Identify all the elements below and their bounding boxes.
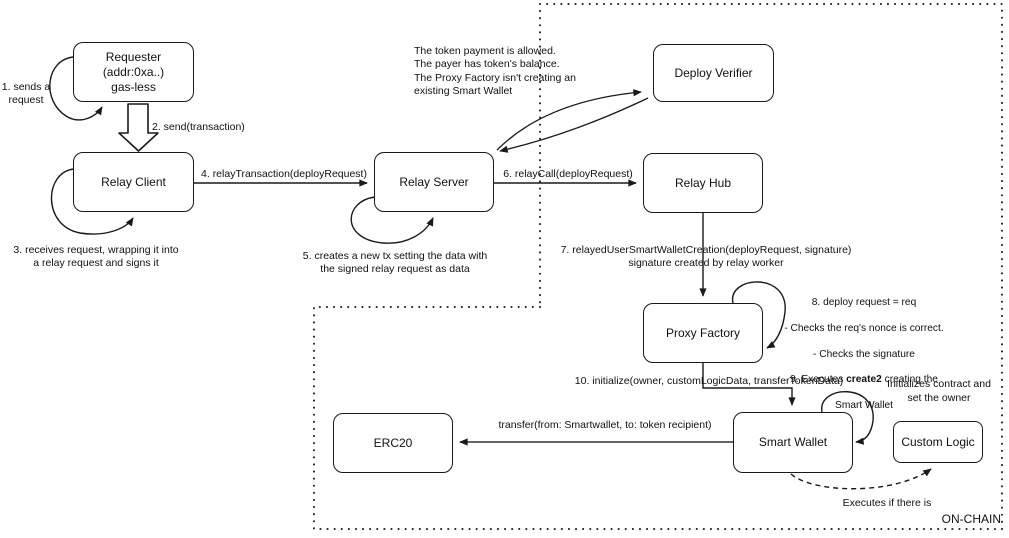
label-on-chain: ON-CHAIN	[941, 512, 1001, 526]
label-step9-line2: Smart Wallet	[835, 400, 893, 412]
label-executes-if-there-is: Executes if there is	[842, 497, 932, 509]
node-requester: Requester (addr:0xa..) gas-less	[73, 42, 194, 102]
node-relay-hub: Relay Hub	[643, 153, 763, 213]
requester-self-loop-arrow	[49, 56, 103, 121]
label-step8-line2: - Checks the req's nonce is correct.	[784, 322, 944, 334]
node-deploy-verifier: Deploy Verifier	[653, 44, 774, 102]
label-verifier-note: The token payment is allowed. The payer …	[414, 45, 576, 98]
label-step-3: 3. receives request, wrapping it into a …	[13, 244, 179, 269]
label-wallet-note: Initializes contract and set the owner	[887, 378, 991, 404]
send-transaction-block-arrow	[118, 103, 159, 152]
proxy-factory-self-loop-arrow	[732, 281, 786, 349]
relay-server-to-deploy-verifier-arrow	[496, 89, 642, 151]
label-step-7: 7. relayedUserSmartWalletCreation(deploy…	[560, 244, 852, 269]
label-step-6: 6. relayCall(deployRequest)	[503, 168, 633, 180]
smart-wallet-to-custom-logic-dashed-arrow	[790, 468, 932, 490]
smart-wallet-self-loop-arrow	[821, 391, 874, 445]
relay-client-self-loop-arrow	[50, 168, 134, 235]
on-chain-boundary	[313, 3, 1003, 530]
label-step-4: 4. relayTransaction(deployRequest)	[201, 168, 367, 180]
node-relay-client: Relay Client	[73, 152, 194, 212]
label-transfer-call: transfer(from: Smartwallet, to: token re…	[498, 419, 712, 431]
label-step8-line3: - Checks the signature	[813, 348, 915, 360]
label-step-8-9: 8. deploy request = req - Checks the req…	[783, 284, 945, 426]
deploy-verifier-to-relay-server-arrow	[499, 97, 649, 153]
label-step9-line1: 9. Executes create2 creating the	[790, 374, 938, 386]
label-step-10: 10. initialize(owner, customLogicData, t…	[574, 375, 844, 387]
node-proxy-factory: Proxy Factory	[643, 303, 763, 363]
proxy-factory-to-smart-wallet-arrow	[702, 363, 796, 406]
node-relay-server: Relay Server	[374, 152, 494, 212]
node-smart-wallet: Smart Wallet	[733, 412, 853, 473]
label-step8-line1: 8. deploy request = req	[811, 296, 917, 308]
node-erc20: ERC20	[333, 413, 453, 473]
node-custom-logic: Custom Logic	[893, 421, 983, 463]
label-step-1: 1. sends a request	[1, 81, 51, 106]
relay-server-self-loop-arrow	[350, 196, 434, 244]
label-step-2: 2. send(transaction)	[152, 121, 245, 133]
label-step-5: 5. creates a new tx setting the data wit…	[302, 250, 488, 275]
